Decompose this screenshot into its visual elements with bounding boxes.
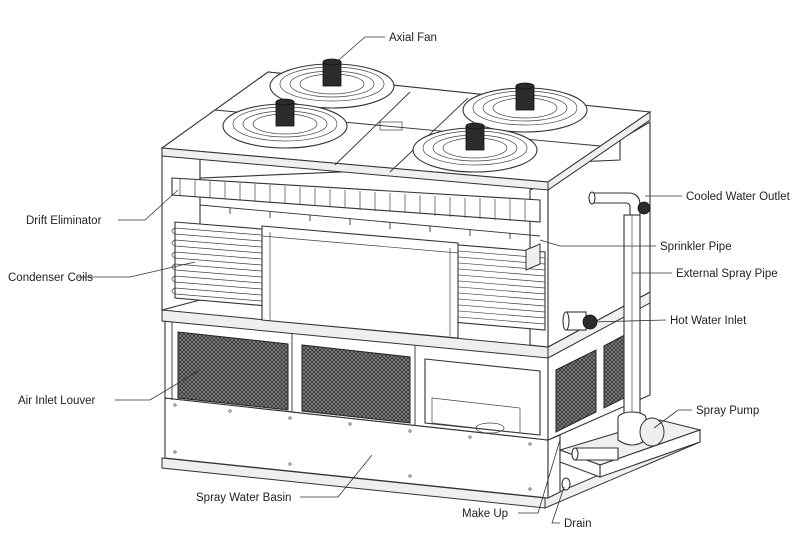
fan-back-left: [269, 58, 395, 109]
label-sprinkler-pipe: Sprinkler Pipe: [660, 241, 732, 253]
label-cooled-water-outlet: Cooled Water Outlet: [686, 191, 791, 203]
label-spray-water-basin: Spray Water Basin: [196, 492, 291, 504]
fan-front-left: [222, 98, 348, 149]
spray-pump: [571, 411, 665, 461]
outlet-valve-wheel: [637, 201, 651, 215]
cooled-water-outlet-pipe: [588, 191, 651, 216]
label-drain: Drain: [564, 518, 591, 530]
label-air-inlet-louver: Air Inlet Louver: [18, 395, 96, 407]
label-condenser-coils: Condenser Coils: [8, 272, 93, 284]
label-external-spray-pipe: External Spray Pipe: [676, 268, 778, 280]
external-spray-pipe: [623, 214, 641, 416]
air-inlet-louver-1: [177, 331, 289, 411]
condenser-coils: [171, 204, 546, 339]
label-spray-pump: Spray Pump: [696, 405, 759, 417]
label-drift-eliminator: Drift Eliminator: [26, 215, 102, 227]
drift-eliminator: [171, 177, 541, 223]
air-inlet-louver-side-1: [555, 349, 597, 433]
label-axial-fan: Axial Fan: [389, 32, 437, 44]
air-inlet-louver-2: [301, 344, 411, 424]
fan-front-right: [412, 122, 538, 173]
label-make-up: Make Up: [462, 508, 508, 520]
hot-water-inlet-pipe: [562, 311, 598, 331]
label-hot-water-inlet: Hot Water Inlet: [670, 315, 747, 327]
leader-lines: [78, 36, 692, 524]
fan-back-right: [462, 82, 588, 133]
